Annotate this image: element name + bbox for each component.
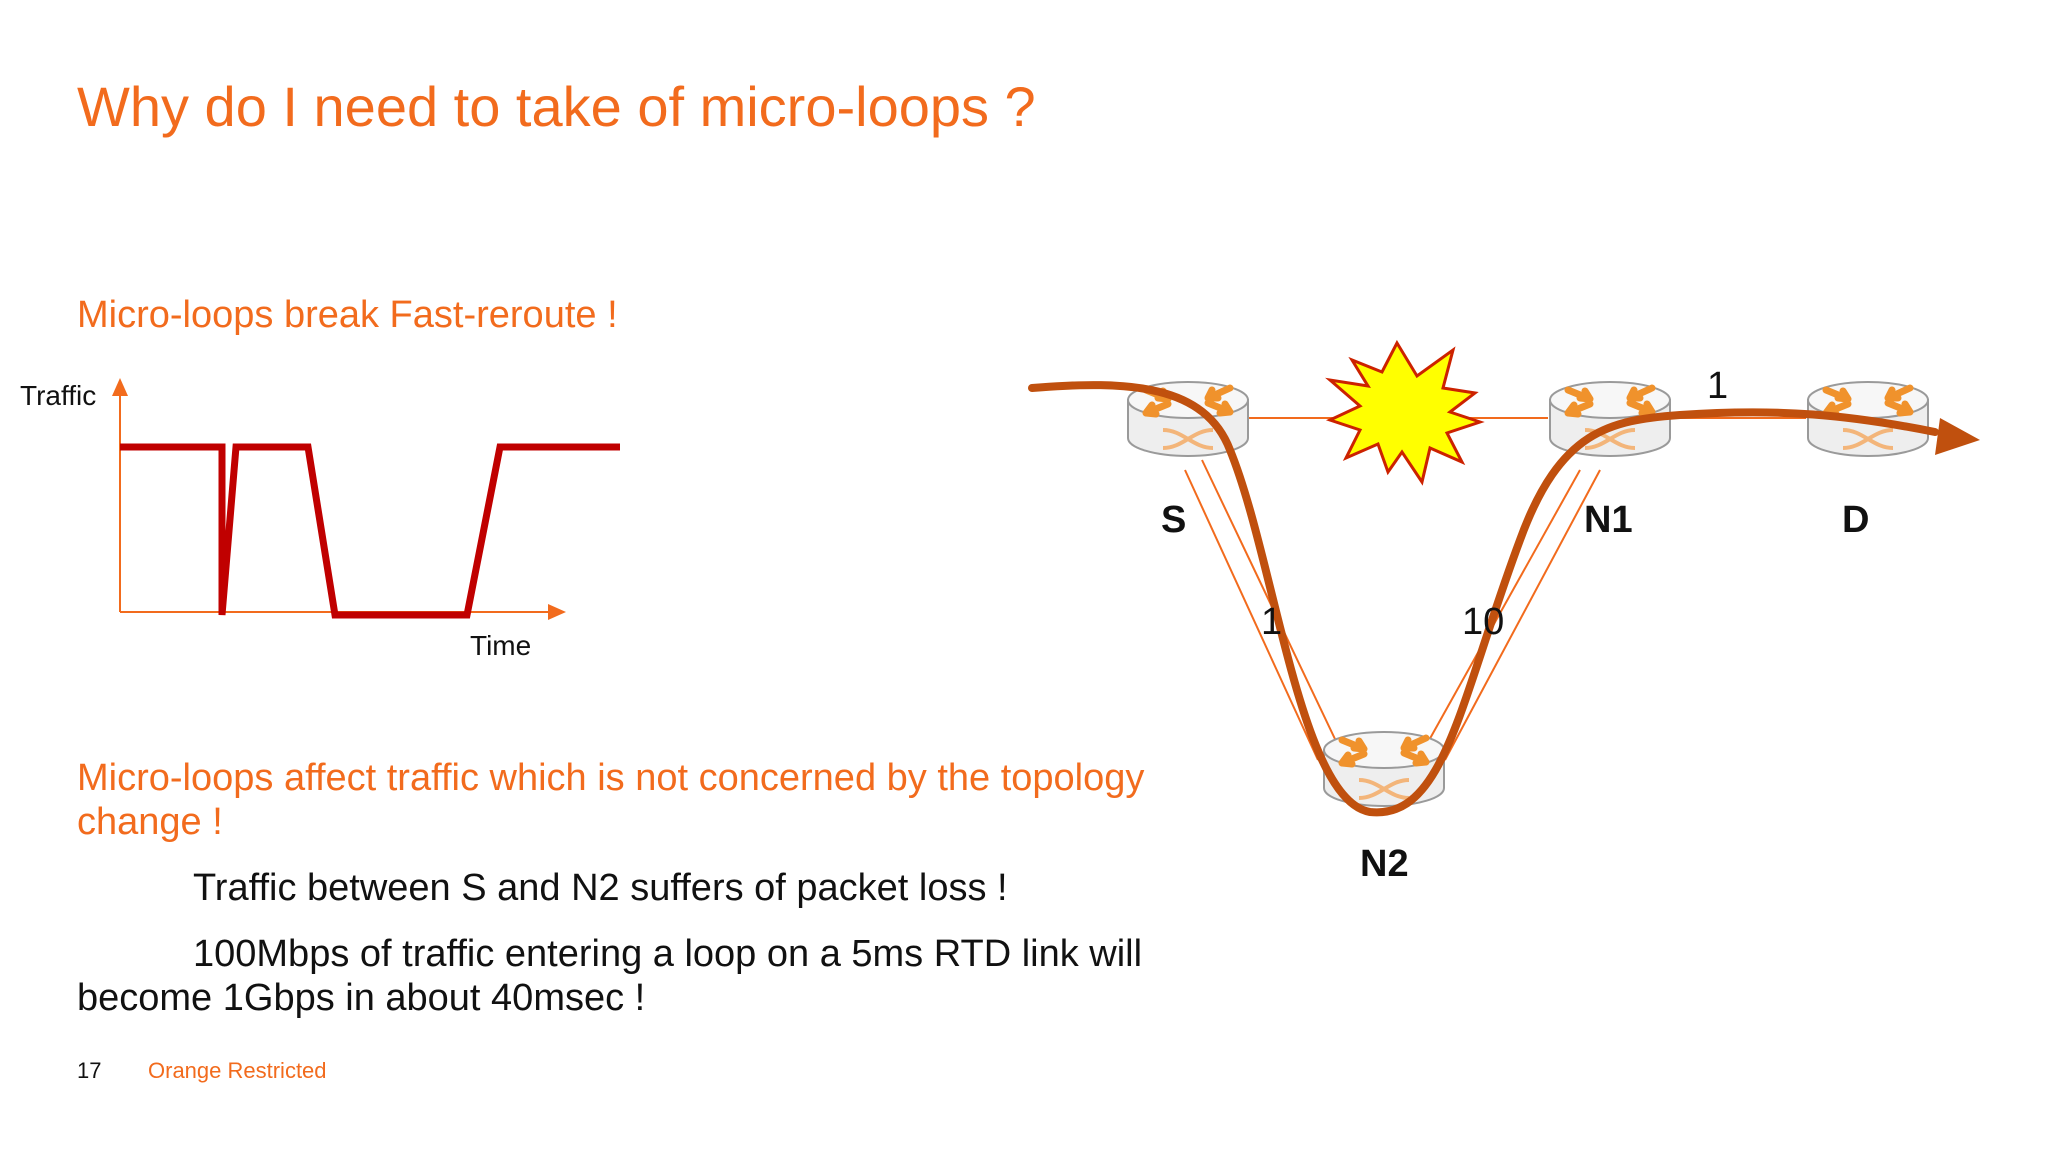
link-s-n2-a — [1184, 469, 1319, 761]
bullet-loop-growth-text: 100Mbps of traffic entering a loop on a … — [77, 933, 1143, 1019]
traffic-line — [120, 443, 620, 619]
link-n2-n1-b — [1444, 469, 1601, 761]
slide-title: Why do I need to take of micro-loops ? — [77, 75, 1036, 138]
node-label-d: D — [1842, 499, 1869, 541]
node-label-n1: N1 — [1584, 499, 1633, 541]
metric-n1-d: 1 — [1707, 365, 1728, 407]
node-label-n2: N2 — [1360, 843, 1409, 885]
traffic-path-arrowhead-icon — [1935, 418, 1980, 455]
bullet-packet-loss: Traffic between S and N2 suffers of pack… — [193, 867, 1008, 909]
heading-fast-reroute: Micro-loops break Fast-reroute ! — [77, 294, 618, 336]
y-axis-arrow-icon — [112, 378, 128, 396]
node-label-s: S — [1161, 499, 1186, 541]
metric-s-n2: 1 — [1261, 601, 1282, 643]
y-axis-label: Traffic — [20, 380, 96, 411]
footer-classification: Orange Restricted — [148, 1058, 327, 1083]
page-number: 17 — [77, 1058, 102, 1083]
network-links — [1184, 417, 1806, 761]
metric-n2-n1: 10 — [1462, 601, 1504, 643]
bullet-loop-growth: 100Mbps of traffic entering a loop on a … — [77, 932, 1157, 1020]
traffic-graph: Traffic Time — [20, 378, 620, 661]
heading-unconcerned-traffic: Micro-loops affect traffic which is not … — [77, 757, 1145, 843]
x-axis-label: Time — [470, 630, 531, 661]
explosion-icon — [1325, 339, 1485, 486]
x-axis-arrow-icon — [548, 604, 566, 620]
traffic-path — [1028, 381, 1939, 817]
link-n2-n1-a — [1417, 469, 1581, 761]
